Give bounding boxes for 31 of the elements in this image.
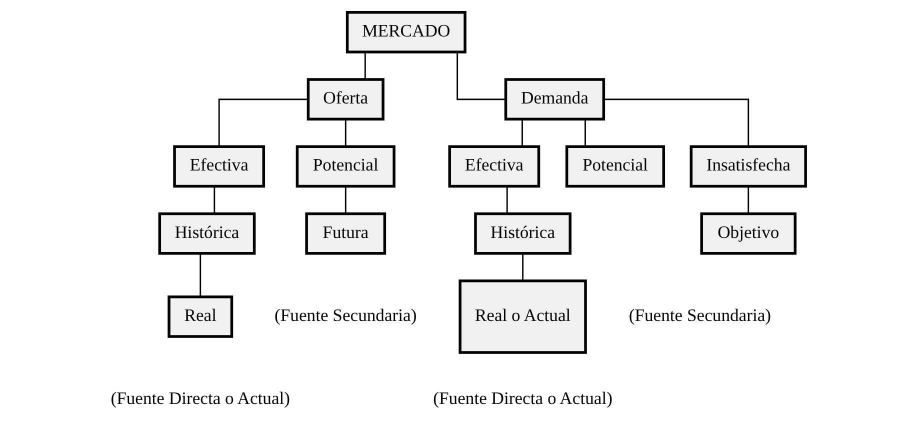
label: (Fuente Secundaria) [628,304,772,325]
connector [748,186,750,214]
node-box: Histórica [474,212,572,255]
node-box: MERCADO [346,11,466,54]
connector [214,186,216,214]
node-box: Demanda [504,78,606,121]
label: (Fuente Directa o Actual) [433,388,612,408]
label: (Fuente Directa o Actual) [110,388,290,408]
connector [522,120,523,146]
connector [456,52,506,100]
connector [200,254,202,297]
connector [584,120,586,146]
node-box: Real o Actual [458,280,587,354]
connector [364,52,366,80]
node-box: Potencial [296,145,396,188]
connector [344,186,346,214]
node-box: Oferta [306,78,384,121]
node-box: Objetivo [700,212,797,255]
node-box: Histórica [158,212,256,255]
label: (Fuente Secundaria) [274,304,417,325]
connector [218,98,308,146]
node-box: Efectiva [448,145,540,188]
node-box: Real [168,296,234,338]
connector [604,98,750,146]
node-box: Efectiva [173,145,266,188]
connector [506,186,508,214]
node-box: Insatisfecha [690,145,807,188]
node-box: Potencial [565,145,666,188]
node-box: Futura [305,212,386,255]
connector [522,254,524,281]
connector [344,120,346,146]
